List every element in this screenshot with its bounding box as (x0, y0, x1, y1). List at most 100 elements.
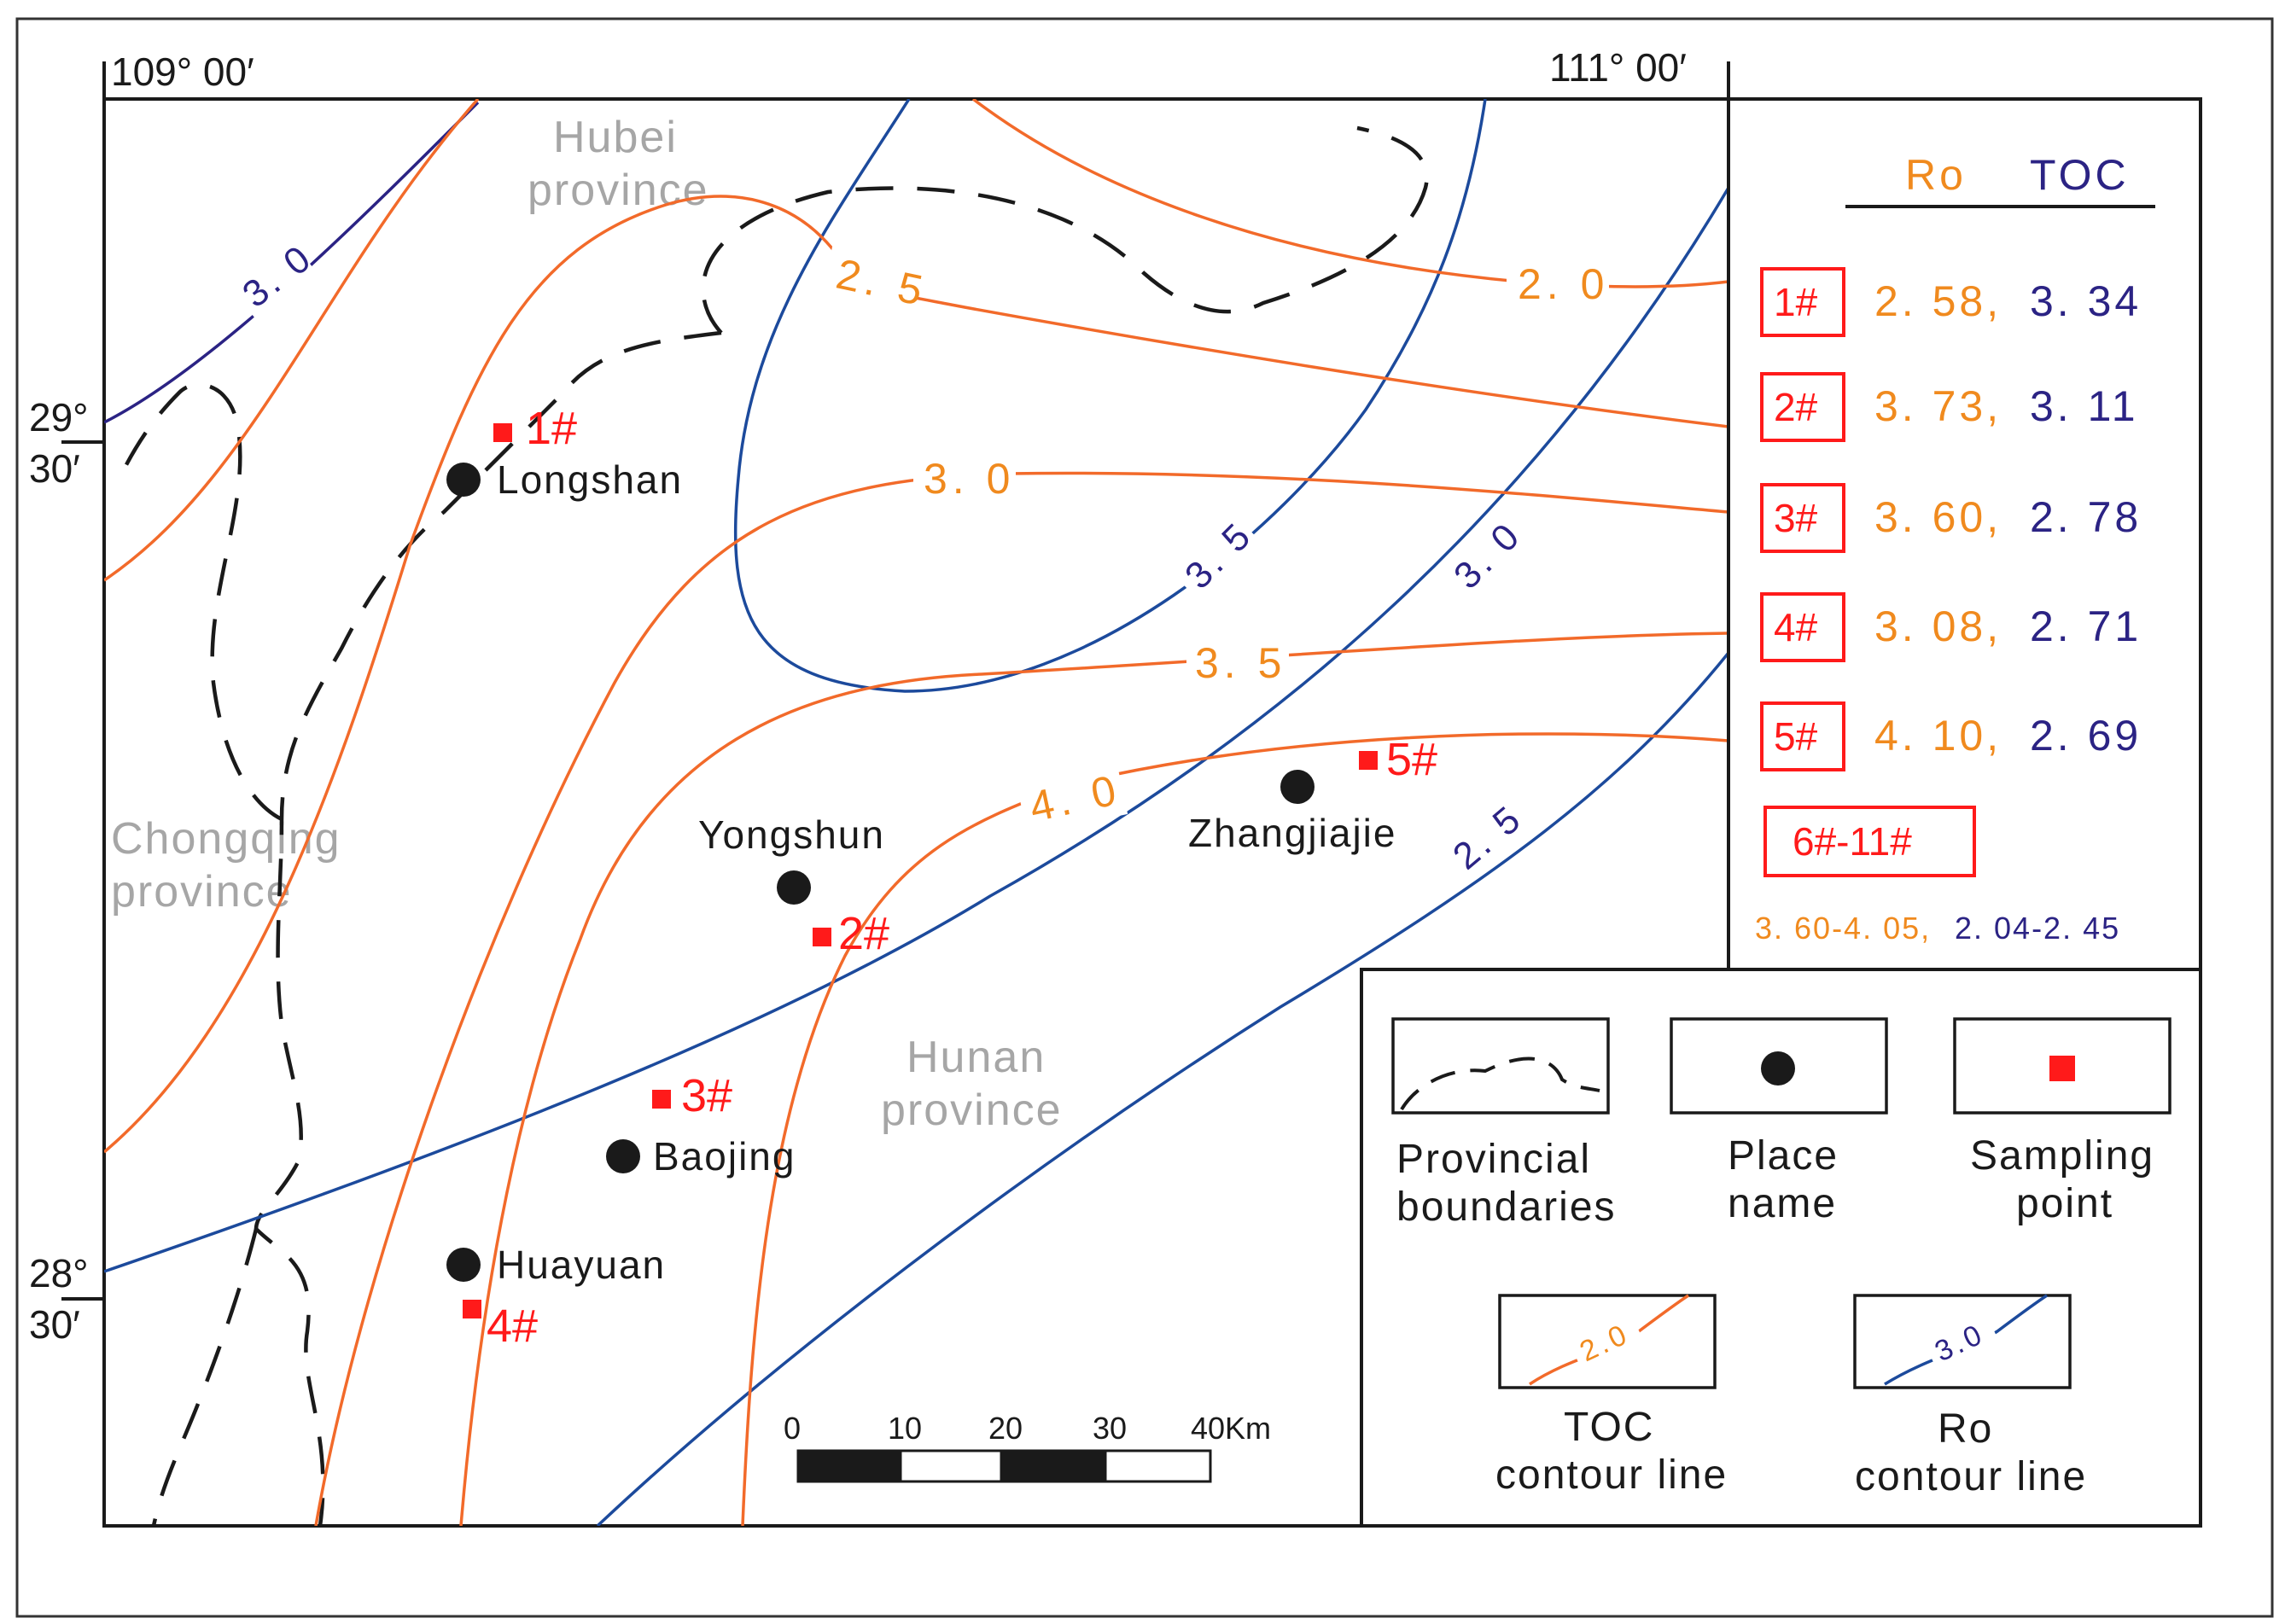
place-zhangjiajie: Zhangjiajie (1188, 811, 1396, 855)
scale-tick-40: 40Km (1191, 1411, 1271, 1446)
province-hubei-line1: Hubei (553, 113, 678, 162)
legend-place-name: Place name (1670, 1017, 1888, 1226)
svg-text:2. 69: 2. 69 (2030, 712, 2142, 760)
sample-point-3 (652, 1090, 671, 1109)
place-baojing: Baojing (653, 1134, 796, 1179)
scale-tick-30: 30 (1093, 1411, 1127, 1446)
svg-text:3#: 3# (1774, 496, 1818, 540)
ro-contour-3-5-loop (733, 99, 1487, 693)
table-header-toc: TOC (2030, 151, 2130, 199)
svg-text:6#-11#: 6#-11# (1793, 819, 1912, 864)
table-row-1: 1# 2. 58, 3. 34 (1760, 267, 2142, 337)
lat-upper-min: 30′ (29, 446, 80, 491)
svg-text:point: point (2016, 1181, 2113, 1226)
map-content: Hubei province Chongqing province Hunan … (104, 99, 1728, 1526)
svg-text:4. 10,: 4. 10, (1874, 712, 2002, 760)
table-row-5: 5# 4. 10, 2. 69 (1760, 701, 2142, 771)
contour-label-toc-2-5: 2. 5 (821, 243, 932, 317)
svg-text:3. 11: 3. 11 (2030, 382, 2139, 430)
svg-text:4#: 4# (1774, 605, 1818, 649)
contour-label-ro-3-0-right: 3. 0 (1437, 509, 1533, 605)
legend-sampling-point: Sampling point (1953, 1017, 2171, 1226)
svg-text:Provincial: Provincial (1396, 1137, 1591, 1182)
svg-text:3. 73,: 3. 73, (1874, 382, 2002, 430)
sample-point-4 (463, 1300, 481, 1318)
svg-text:Place: Place (1728, 1133, 1839, 1179)
legend-provincial-boundaries: Provincial boundaries (1391, 1017, 1617, 1230)
table-header-ro: Ro (1905, 151, 1967, 199)
toc-contour-left-2 (104, 195, 855, 1154)
toc-contour-2-0 (971, 99, 1728, 288)
svg-text:1#: 1# (1774, 280, 1818, 324)
table-row-group: 6#-11# 3. 60-4. 05, 2. 04-2. 45 (1755, 806, 2120, 946)
ro-contour-3-0-right (104, 187, 1728, 1273)
sample-label-2: 2# (838, 908, 889, 959)
svg-text:5#: 5# (1774, 714, 1818, 759)
svg-text:2. 0: 2. 0 (1518, 260, 1609, 308)
legend-ro-contour: 3.0 Ro contour line (1853, 1294, 2087, 1499)
svg-text:name: name (1728, 1181, 1837, 1226)
province-hunan-line1: Hunan (906, 1033, 1046, 1082)
place-dot-yongshun (777, 870, 811, 905)
table-row-2: 2# 3. 73, 3. 11 (1760, 372, 2139, 442)
svg-text:2#: 2# (1774, 385, 1818, 429)
svg-text:2. 78: 2. 78 (2030, 493, 2142, 541)
table-group-toc: 2. 04-2. 45 (1955, 911, 2120, 946)
contour-label-toc-2-0: 2. 0 (1507, 258, 1609, 311)
scale-bar: 0 10 20 30 40Km (784, 1411, 1271, 1483)
provincial-boundary-lower-left (151, 1228, 259, 1526)
sample-point-1 (493, 423, 512, 442)
place-dot-huayuan (446, 1248, 481, 1282)
contour-label-toc-3-5: 3. 5 (1186, 637, 1289, 690)
svg-text:3. 34: 3. 34 (2030, 277, 2142, 325)
svg-text:TOC: TOC (1564, 1405, 1654, 1450)
contour-label-ro-3-0-left: 3. 0 (228, 236, 321, 321)
svg-text:contour line: contour line (1855, 1454, 2087, 1499)
svg-text:Ro: Ro (1938, 1406, 1993, 1452)
place-yongshun: Yongshun (698, 812, 885, 857)
ro-contour-2-5 (596, 651, 1728, 1526)
lon-left-label: 109° 00′ (111, 49, 254, 94)
place-dot-zhangjiajie (1280, 770, 1315, 804)
sample-point-2 (813, 928, 831, 946)
lat-lower-deg: 28° (29, 1251, 89, 1295)
svg-text:4. 0: 4. 0 (1025, 765, 1125, 831)
sample-label-4: 4# (487, 1301, 538, 1352)
provincial-boundary (117, 125, 1429, 1526)
toc-contour-4-0 (741, 732, 1728, 1526)
svg-text:2. 71: 2. 71 (2030, 602, 2142, 650)
contour-label-toc-3-0: 3. 0 (913, 452, 1016, 505)
table-row-4: 4# 3. 08, 2. 71 (1760, 592, 2142, 662)
svg-text:Sampling: Sampling (1970, 1133, 2154, 1179)
lat-upper-deg: 29° (29, 395, 89, 439)
toc-contour-left-1 (104, 99, 480, 582)
toc-contour-3-5 (459, 632, 1728, 1526)
lat-lower-min: 30′ (29, 1302, 80, 1347)
scale-tick-20: 20 (988, 1411, 1023, 1446)
legend-place-icon (1761, 1051, 1795, 1086)
scale-tick-10: 10 (888, 1411, 922, 1446)
province-hubei-line2: province (528, 166, 709, 215)
svg-text:3. 0: 3. 0 (924, 455, 1015, 503)
place-longshan: Longshan (497, 457, 683, 502)
svg-text:2. 5: 2. 5 (832, 250, 932, 316)
svg-text:3. 08,: 3. 08, (1874, 602, 2002, 650)
sample-point-5 (1359, 751, 1378, 770)
lon-right-label: 111° 00′ (1549, 45, 1687, 90)
svg-text:boundaries: boundaries (1396, 1185, 1617, 1230)
province-chongqing-line2: province (111, 867, 293, 917)
legend-toc-contour: 2.0 TOC contour line (1495, 1294, 1728, 1498)
outer-frame (15, 17, 2274, 1618)
place-dot-baojing (606, 1139, 640, 1173)
contour-label-ro-2-5: 2. 5 (1437, 793, 1534, 885)
table-group-ro: 3. 60-4. 05, (1755, 911, 1931, 946)
sample-label-3: 3# (681, 1070, 732, 1121)
svg-text:contour line: contour line (1495, 1452, 1728, 1498)
place-dot-longshan (446, 463, 481, 497)
svg-text:3. 60,: 3. 60, (1874, 493, 2002, 541)
svg-text:2. 58,: 2. 58, (1874, 277, 2002, 325)
legend-sample-icon (2049, 1056, 2075, 1081)
sample-label-5: 5# (1386, 734, 1437, 785)
sample-label-1: 1# (526, 403, 577, 454)
